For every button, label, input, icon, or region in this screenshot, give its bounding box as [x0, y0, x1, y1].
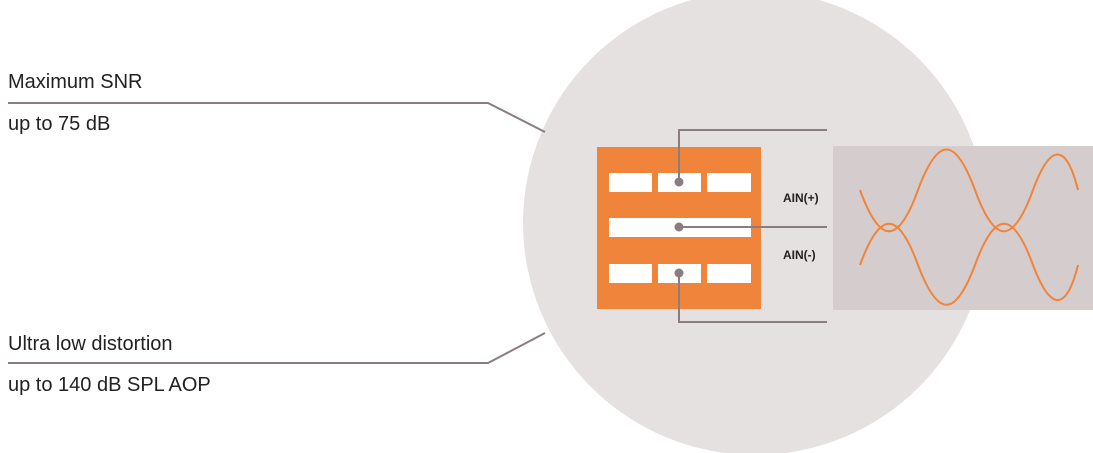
middle-connector-dot — [674, 222, 684, 232]
bottom-connector-trace — [678, 273, 827, 323]
top-callout-title: Maximum SNR — [8, 71, 143, 93]
chip-pad-bottom-right — [707, 264, 751, 283]
ain-negative-label: AIN(-) — [783, 248, 816, 262]
waveform-panel — [833, 146, 1093, 310]
top-connector-trace — [678, 129, 827, 182]
ain-positive-label: AIN(+) — [783, 191, 819, 205]
chip-pad-bottom-left — [609, 264, 652, 283]
bottom-callout-leader — [8, 332, 546, 364]
bottom-callout-subtitle: up to 140 dB SPL AOP — [8, 374, 211, 396]
chip-pad-top-left — [609, 173, 652, 192]
bottom-connector-dot — [674, 268, 684, 278]
top-connector-dot — [674, 177, 684, 187]
top-callout-leader — [8, 102, 546, 133]
bottom-callout-title: Ultra low distortion — [8, 333, 173, 355]
chip-pad-top-right — [707, 173, 751, 192]
top-callout-subtitle: up to 75 dB — [8, 113, 111, 135]
ain-negative-waveform — [859, 222, 1079, 306]
ain-positive-waveform — [859, 148, 1079, 233]
